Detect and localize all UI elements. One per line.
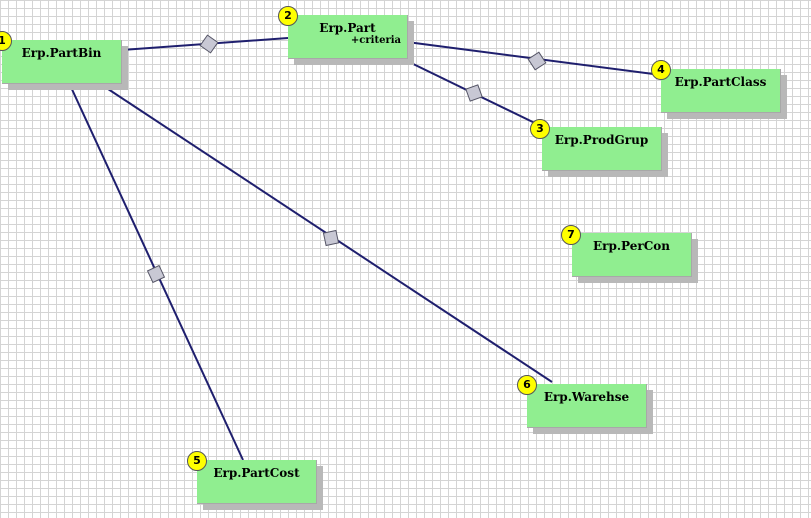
relationship-diamond-icon[interactable] [144,262,167,285]
node-title: Erp.PartBin [21,46,102,60]
node-title: Erp.PerCon [593,239,670,253]
node-partbin[interactable]: Erp.PartBin [2,40,122,84]
node-title: Erp.PartCost [213,466,300,480]
node-prodgrup[interactable]: Erp.ProdGrup [542,127,662,171]
node-number-badge: 4 [651,60,671,80]
node-number-badge: 6 [517,375,537,395]
node-warehse[interactable]: Erp.Warehse [527,384,647,428]
node-number-badge: 7 [561,225,581,245]
node-number-badge: 3 [530,119,550,139]
relationship-diamond-icon[interactable] [319,226,344,251]
relationship-diamond-icon[interactable] [462,81,486,105]
node-title: Erp.ProdGrup [554,133,649,147]
node-number-badge: 2 [278,6,298,26]
node-title: Erp.PartClass [674,75,767,89]
node-title: Erp.Warehse [543,390,630,404]
relationship-diamond-icon[interactable] [526,50,547,71]
node-partclass[interactable]: Erp.PartClass [661,69,781,113]
node-title: Erp.Part [319,21,376,35]
node-part[interactable]: Erp.Part +criteria [288,15,408,59]
node-partcost[interactable]: Erp.PartCost [197,460,317,504]
node-attribute: +criteria [350,35,401,46]
node-number-badge: 5 [187,451,207,471]
node-percon[interactable]: Erp.PerCon [572,233,692,277]
relationship-diamond-icon[interactable] [199,34,220,55]
